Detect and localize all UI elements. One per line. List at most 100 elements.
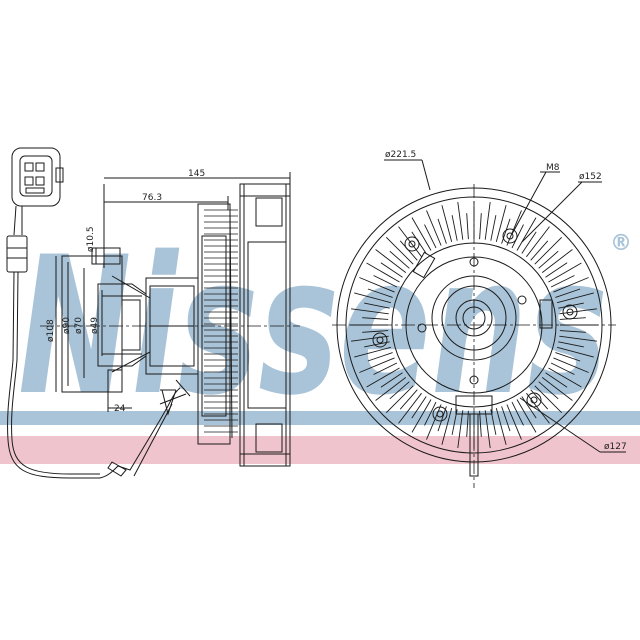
front-view-bolts [372,228,578,422]
radial-fin [506,210,522,246]
radial-fin [367,288,393,298]
side-view [40,172,300,467]
radial-fin [424,224,437,249]
side-view-fin-lines [204,209,238,433]
radial-fin [385,385,414,414]
dim-dia-108: ø108 [46,319,56,342]
radial-fin [553,357,589,373]
radial-fin [534,236,563,265]
radial-fin [411,217,432,251]
radial-fin [479,410,482,437]
radial-fin [495,205,507,243]
radial-fin [398,392,422,424]
front-view [332,159,626,488]
radial-fin [366,262,400,283]
radial-fin [511,401,524,426]
radial-fin [437,406,447,432]
dim-dia-90: ø90 [62,317,72,334]
dim-outer-dia: ø221.5 [385,150,416,160]
radial-fin [367,352,393,362]
radial-fin [521,396,537,419]
radial-fin [364,302,390,309]
radial-fin [385,236,414,265]
radial-fin [441,407,453,445]
connector-assembly [6,147,181,479]
radial-fin [559,308,597,315]
watermark-trademark: ® [610,231,632,256]
radial-fin [380,262,403,278]
radial-fin [441,205,453,243]
radial-fin [354,292,392,304]
bolt [562,304,578,320]
radial-fin [559,335,597,342]
radial-fin [541,377,573,401]
radial-fin [516,217,537,251]
radial-fin [380,372,403,388]
radial-fin [354,346,392,358]
radial-fin [362,317,389,320]
radial-fin [558,341,584,348]
radial-fin [359,277,395,293]
radial-fin [451,215,458,241]
watermark-red-band [0,436,640,464]
radial-fin [511,224,524,249]
radial-fin [548,367,582,388]
dim-base: 24 [114,404,126,414]
radial-fin [550,362,575,375]
radial-fin [555,288,581,298]
dim-thread: M8 [546,163,560,173]
dim-inner-dia: ø127 [604,442,627,452]
radial-fin [359,357,395,373]
radial-fin [530,240,549,261]
radial-fin [556,292,594,304]
radial-fin [526,226,550,258]
radial-fin [534,385,563,414]
radial-fin [437,218,447,244]
radial-fin [556,346,594,358]
radial-fin [351,335,389,342]
radial-fin [559,330,586,333]
bolt [432,406,448,422]
radial-fin [526,392,550,424]
dim-flange: ø10.5 [86,226,96,252]
radial-fin [351,308,389,315]
radial-fin [373,275,398,288]
radial-fin [466,213,469,240]
radial-fin [399,389,418,410]
dim-bolt-circle: ø152 [579,172,602,182]
radial-fin [553,277,589,293]
side-view-cooling-fins [239,183,291,467]
radial-fin [541,249,573,273]
radial-fin [457,410,464,448]
radial-fin [490,215,497,241]
radial-fin [457,202,464,240]
radial-fin [548,262,582,283]
radial-fin [545,372,568,388]
radial-fin [389,250,410,269]
bolt [372,332,388,348]
radial-fin [501,406,511,432]
connector-wire [7,271,181,479]
bolt [502,228,518,244]
radial-fin [516,399,537,433]
radial-fin [501,218,511,244]
radial-fin [389,381,410,400]
radial-fin [375,249,407,273]
connector-plug-body [11,147,61,207]
radial-fin [550,275,575,288]
bolt [404,236,420,252]
dim-overall-length: 145 [188,169,205,179]
radial-fin [545,262,568,278]
radial-fin [538,381,559,400]
radial-fin [495,407,507,445]
radial-fin [426,404,442,440]
radial-fin [411,399,432,433]
radial-fin [411,396,427,419]
dim-dia-70: ø70 [74,317,84,334]
radial-fin [484,410,491,448]
side-view-dimensions: 145 76.3 ø10.5 ø108 ø90 ø70 ø49 24 [46,169,205,414]
radial-fin [506,404,522,440]
radial-fin [375,377,407,401]
